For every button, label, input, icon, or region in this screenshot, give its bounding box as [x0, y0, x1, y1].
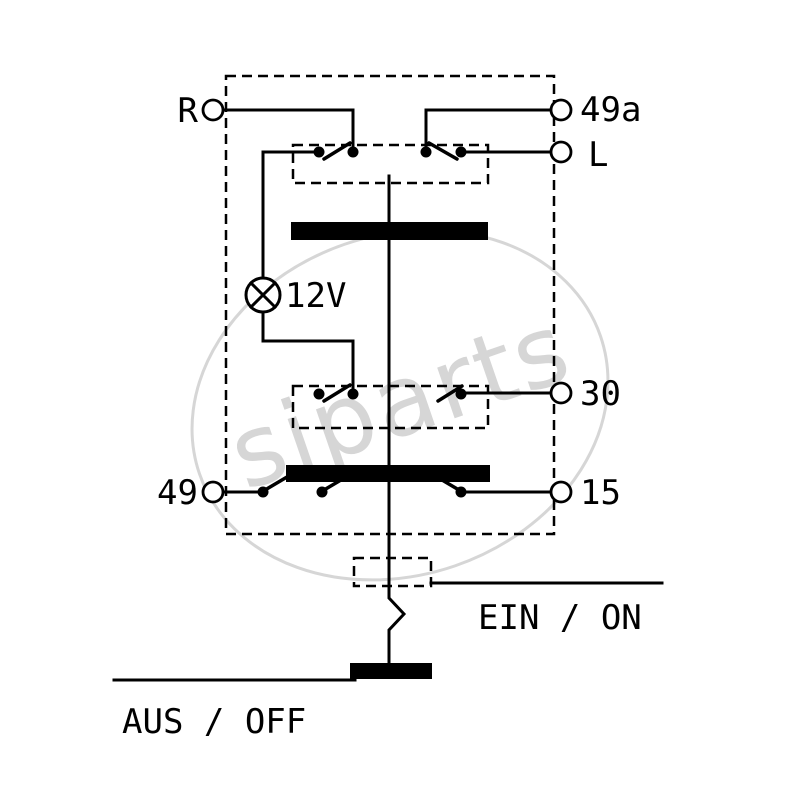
contact-dot: [455, 388, 467, 400]
actuator-knob: [350, 663, 432, 679]
wire-lamp-feed: [261, 150, 316, 280]
terminal-15-label: 15: [580, 473, 621, 513]
terminal-15: [549, 480, 573, 504]
upper-contact-bridge: [291, 222, 488, 240]
contact-blade-lower-b: [322, 475, 348, 492]
watermark-ellipse: [190, 228, 610, 582]
contact-dot: [347, 388, 359, 400]
contact-blade-middle-left: [322, 383, 352, 403]
contact-dot: [455, 486, 467, 498]
contact-dot: [420, 146, 432, 158]
indicator-lamp: [244, 276, 282, 314]
terminal-49a: [549, 98, 573, 122]
actuator-coupling-outline: [352, 556, 433, 588]
terminal-49a-label: 49a: [580, 90, 641, 130]
terminal-l-label: L: [588, 135, 608, 175]
contact-blade-lower-c: [435, 475, 461, 492]
switch-off-label: AUS / OFF: [122, 702, 306, 742]
terminal-l: [549, 140, 573, 164]
contact-blade-middle-right: [436, 384, 464, 403]
upper-contact-carrier: [291, 143, 490, 185]
contact-blade-upper-left: [322, 141, 352, 161]
terminal-49: [201, 480, 225, 504]
wire-terminal-r: [221, 108, 355, 149]
switch-on-label: EIN / ON: [478, 598, 642, 638]
wire-terminal-49a: [424, 108, 553, 149]
contact-dot: [257, 486, 269, 498]
lamp-cross: [248, 280, 278, 310]
contact-dot: [313, 146, 325, 158]
lamp-voltage-label: 12V: [285, 276, 346, 316]
terminal-r-label: R: [178, 91, 199, 131]
contact-dot: [347, 146, 359, 158]
terminal-30-label: 30: [580, 374, 621, 414]
lower-contact-bridge: [286, 465, 490, 482]
terminal-r: [201, 98, 225, 122]
contact-dot: [455, 146, 467, 158]
contact-blade-upper-right: [427, 141, 459, 161]
wire-lamp-return: [261, 310, 355, 391]
terminal-30: [549, 381, 573, 405]
contact-dot: [313, 388, 325, 400]
contact-blade-lower-a: [263, 475, 289, 492]
actuator-shaft: [387, 174, 407, 666]
terminal-49-label: 49: [157, 473, 198, 513]
contact-dot: [316, 486, 328, 498]
